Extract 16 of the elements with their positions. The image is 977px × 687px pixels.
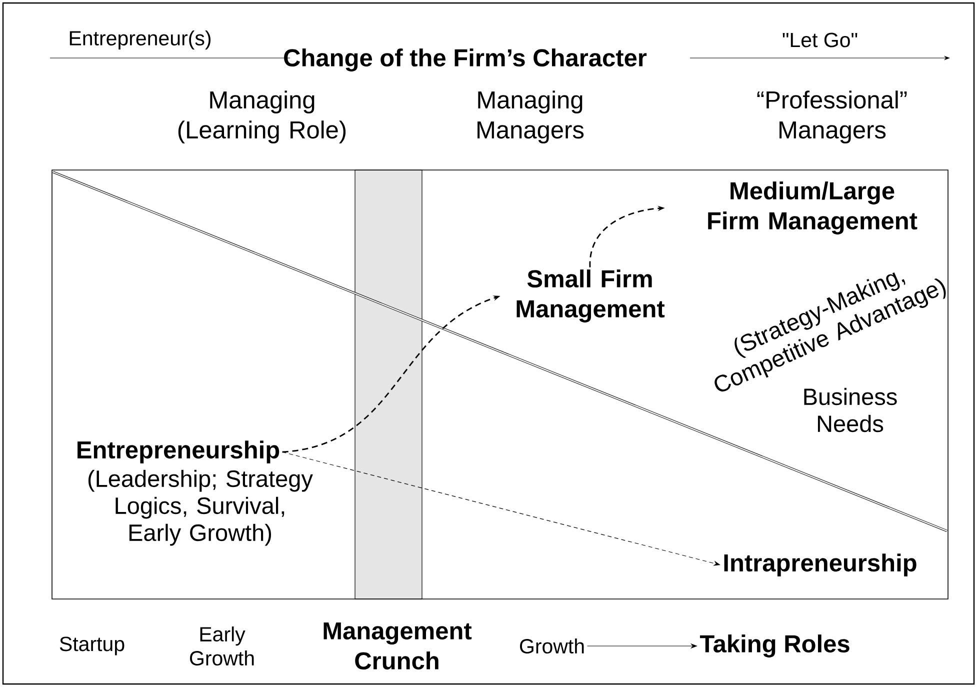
description-text: (Leadership; Strategy Logics, Survival, Early Growth) <box>88 470 313 546</box>
text-label: Startup <box>60 636 124 656</box>
text-label: Early Growth <box>190 626 254 666</box>
heading-text: Entrepreneurship <box>78 440 280 464</box>
text-label: Management Crunch <box>324 622 472 670</box>
stage-label: Growth <box>520 638 584 654</box>
heading-text: Medium/Large Firm Management <box>708 182 918 234</box>
heading-text: Small Firm Management <box>516 270 665 322</box>
text-label: Managing Managers <box>478 90 584 144</box>
text-label: Change of the Firm’s Character <box>284 48 647 72</box>
text-label: Entrepreneur(s) <box>70 30 210 50</box>
heading-text: Intrapreneurship <box>724 554 916 576</box>
text-label: Managing (Learning Role) <box>178 90 346 144</box>
text-label: "Let Go" <box>782 32 858 48</box>
stage-label: Taking Roles <box>700 634 850 658</box>
text-label: “Professional” Managers <box>757 90 907 144</box>
